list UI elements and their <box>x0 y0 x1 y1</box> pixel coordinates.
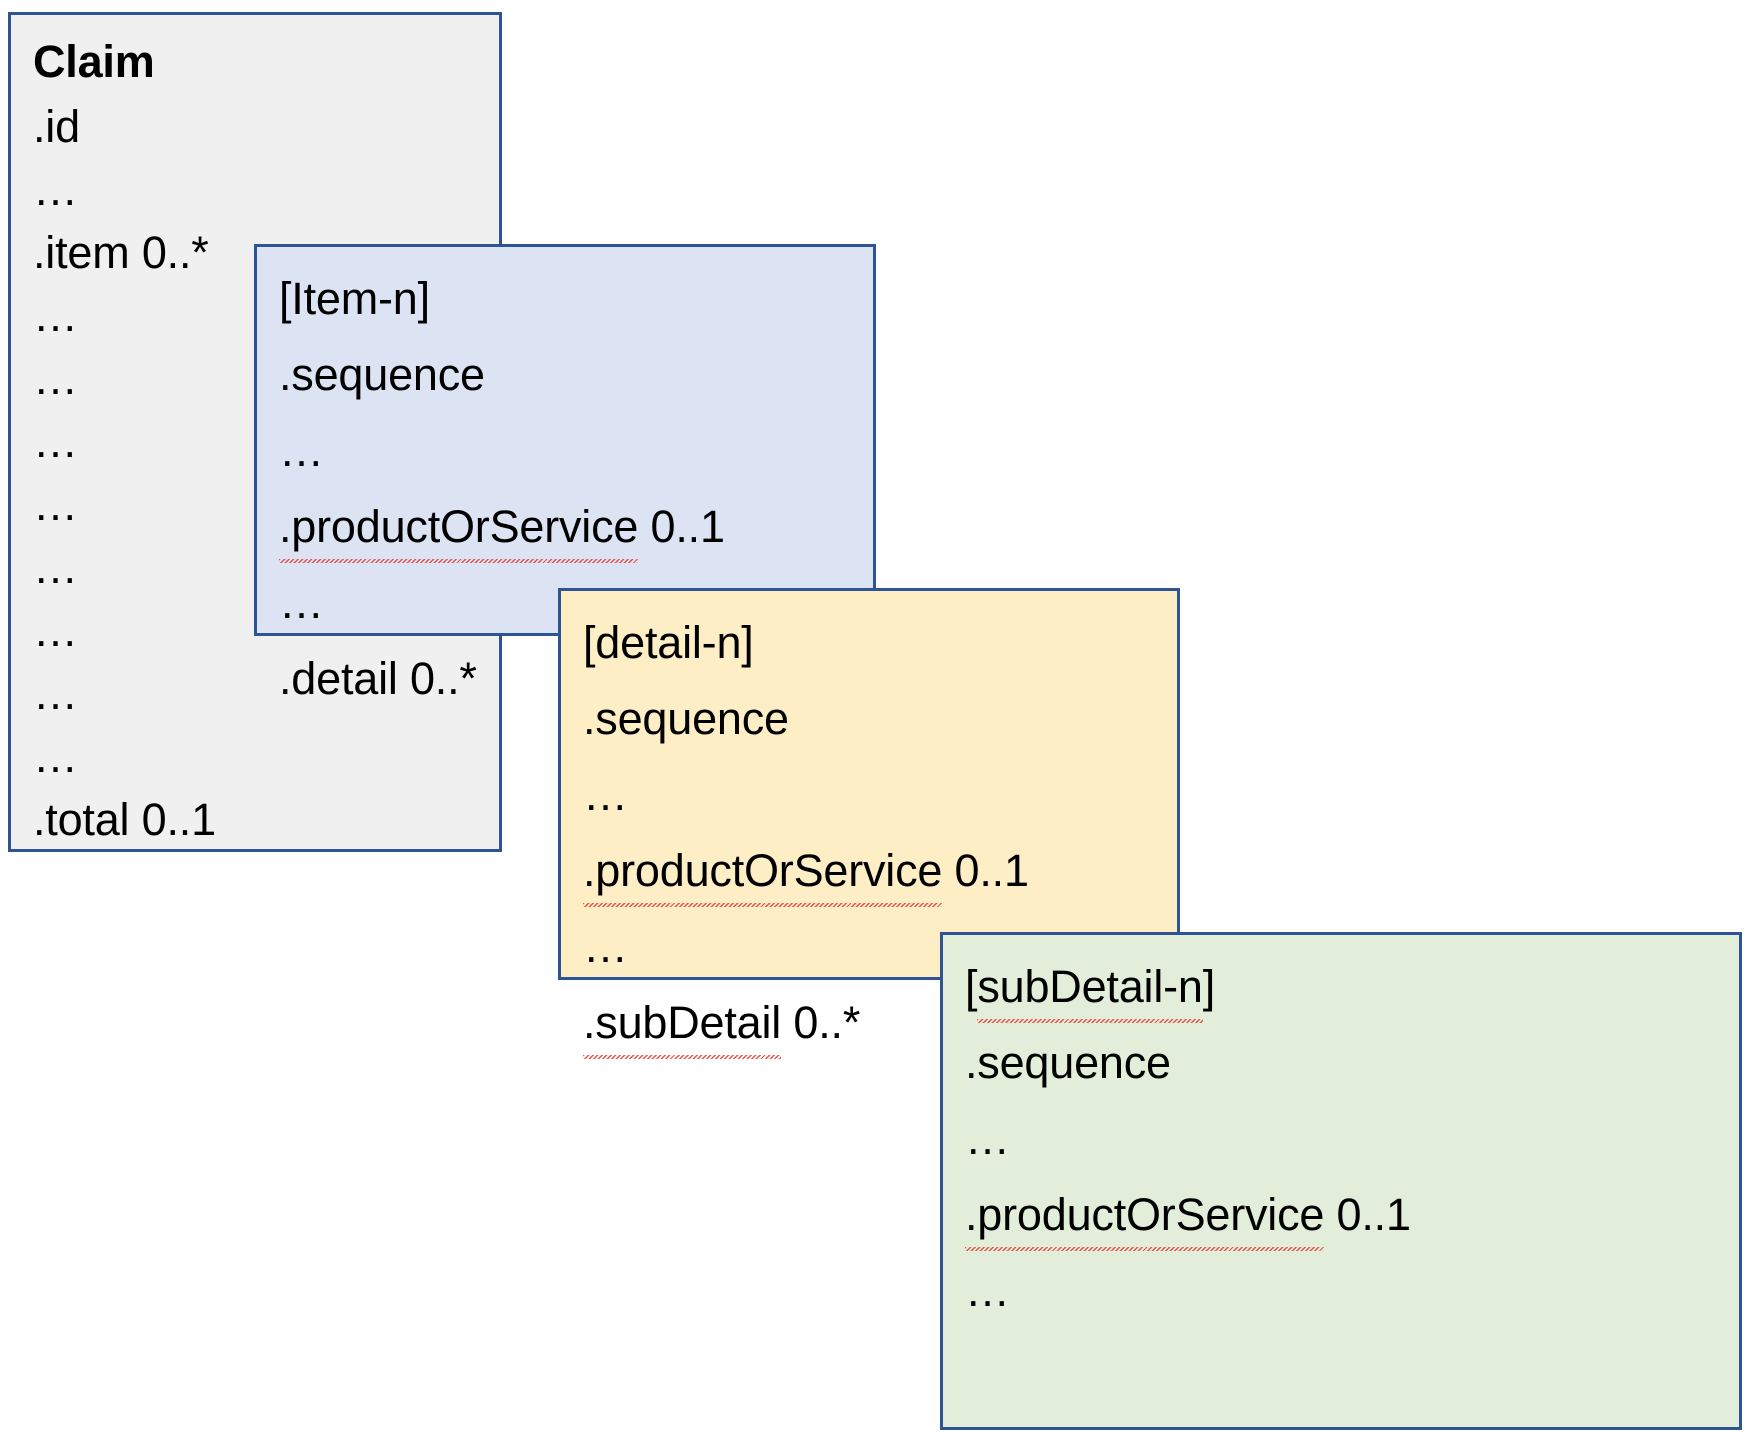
detail-field-subdetail-cardinality: 0..* <box>781 997 861 1048</box>
item-ellipsis-2: … <box>279 577 324 628</box>
detail-node[interactable]: [detail-n] .sequence … .productOrService… <box>558 588 1180 1059</box>
subdetail-title: [subDetail-n] <box>965 949 1739 1025</box>
spellcheck-underline-icon: .subDetail <box>583 985 781 1061</box>
claim-ellipsis-5: … <box>33 479 78 530</box>
detail-field-sequence: .sequence <box>583 693 789 744</box>
subdetail-ellipsis-1: … <box>965 1113 1010 1164</box>
subdetail-ellipsis-2: … <box>965 1265 1010 1316</box>
spellcheck-underline-icon: subDetail-n <box>977 949 1204 1025</box>
detail-title: [detail-n] <box>583 617 754 668</box>
item-field-sequence: .sequence <box>279 349 485 400</box>
spellcheck-underline-icon: .productOrService <box>279 489 639 565</box>
claim-ellipsis-3: … <box>33 353 78 404</box>
claim-field-id: .id <box>33 101 80 152</box>
detail-field-productorservice: .productOrService 0..1 <box>583 833 1177 909</box>
claim-field-item: .item 0..* <box>33 227 209 278</box>
subdetail-field-productorservice: .productOrService 0..1 <box>965 1177 1739 1253</box>
claim-ellipsis-9: … <box>33 731 78 782</box>
claim-ellipsis-1: … <box>33 164 78 215</box>
subdetail-field-sequence: .sequence <box>965 1037 1171 1088</box>
detail-field-subdetail: .subDetail 0..* <box>583 985 1177 1061</box>
spellcheck-underline-icon: .productOrService <box>583 833 943 909</box>
spellcheck-underline-icon: .productOrService <box>965 1177 1325 1253</box>
item-title: [Item-n] <box>279 273 430 324</box>
claim-ellipsis-8: … <box>33 668 78 719</box>
claim-field-total: .total 0..1 <box>33 794 216 845</box>
detail-field-productorservice-cardinality: 0..1 <box>942 845 1029 896</box>
claim-ellipsis-7: … <box>33 605 78 656</box>
subdetail-title-open-bracket: [ <box>965 961 978 1012</box>
subdetail-field-productorservice-cardinality: 0..1 <box>1324 1189 1411 1240</box>
item-node[interactable]: [Item-n] .sequence … .productOrService 0… <box>254 244 876 704</box>
detail-ellipsis-2: … <box>583 921 628 972</box>
subdetail-node[interactable]: [subDetail-n] .sequence … .productOrServ… <box>940 932 1742 1430</box>
detail-ellipsis-1: … <box>583 769 628 820</box>
subdetail-title-close-bracket: ] <box>1202 961 1216 1012</box>
item-field-productorservice: .productOrService 0..1 <box>279 489 873 565</box>
item-ellipsis-1: … <box>279 425 324 476</box>
claim-ellipsis-6: … <box>33 542 78 593</box>
item-field-productorservice-cardinality: 0..1 <box>638 501 725 552</box>
claim-ellipsis-2: … <box>33 290 78 341</box>
item-field-detail: .detail 0..* <box>279 653 477 704</box>
claim-ellipsis-4: … <box>33 416 78 467</box>
claim-title: Claim <box>33 36 155 87</box>
